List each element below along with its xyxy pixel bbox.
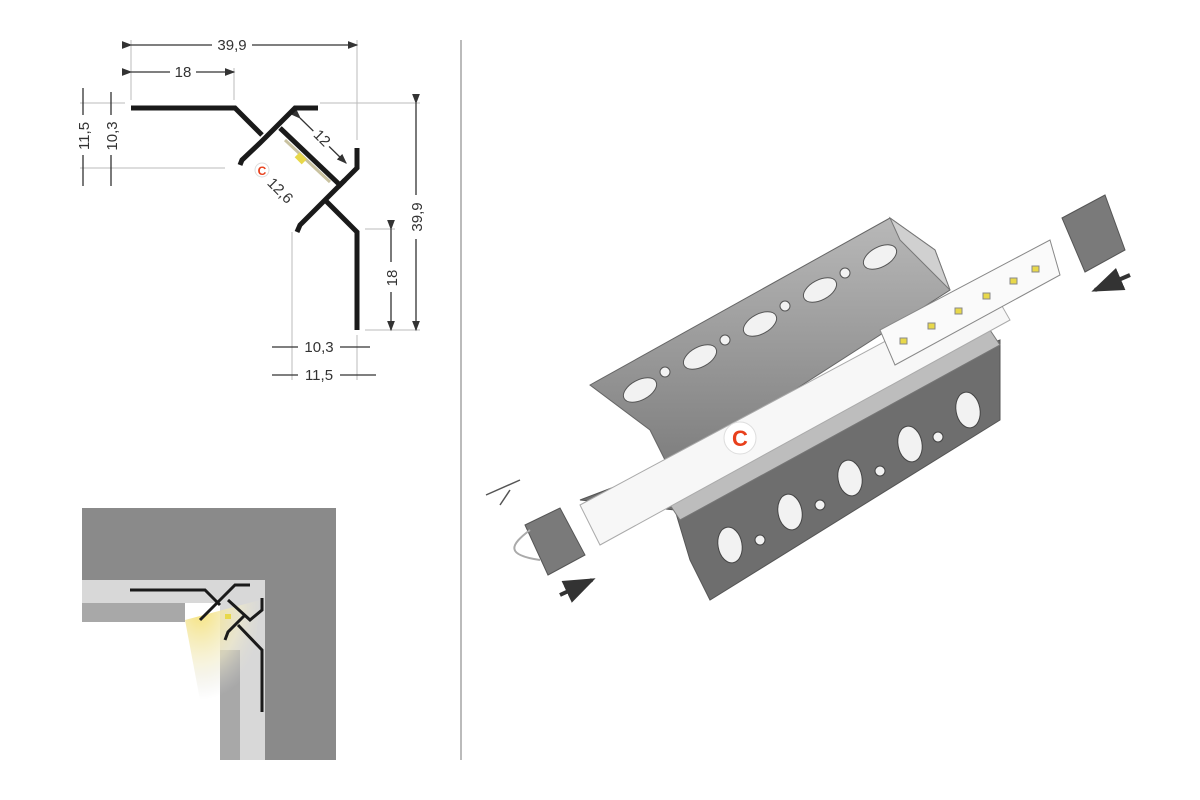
dim-side-flange: 18 [384,270,401,287]
cross-section-drawing: 39,9 18 11,5 10,3 39,9 18 10,3 11,5 12 1… [74,36,426,384]
arrow-right-cap-icon [1091,267,1131,292]
dim-left-outer: 11,5 [76,122,93,150]
arrow-left-cap-icon [559,578,596,603]
dim-bottom-outer: 11,5 [305,367,333,384]
dim-top-flange: 18 [175,64,192,81]
dim-left-inner: 10,3 [104,121,121,150]
isometric-profile: C [485,194,1131,603]
led-strip [879,239,1061,366]
end-cap-left [524,507,586,576]
dim-total-height: 39,9 [409,202,426,231]
installation-illustration [82,508,336,760]
dim-channel-code: 12,6 [264,175,297,208]
end-cap-right [1061,194,1126,273]
dim-total-width: 39,9 [217,37,246,54]
channel-badge-icon [723,421,757,455]
dim-bottom-inner: 10,3 [304,339,333,356]
channel-badge-icon [254,162,270,178]
channel-badge-letter: C [732,426,748,451]
profile-outline [131,105,360,330]
cable [513,529,541,561]
channel-badge-letter: C [258,164,267,178]
